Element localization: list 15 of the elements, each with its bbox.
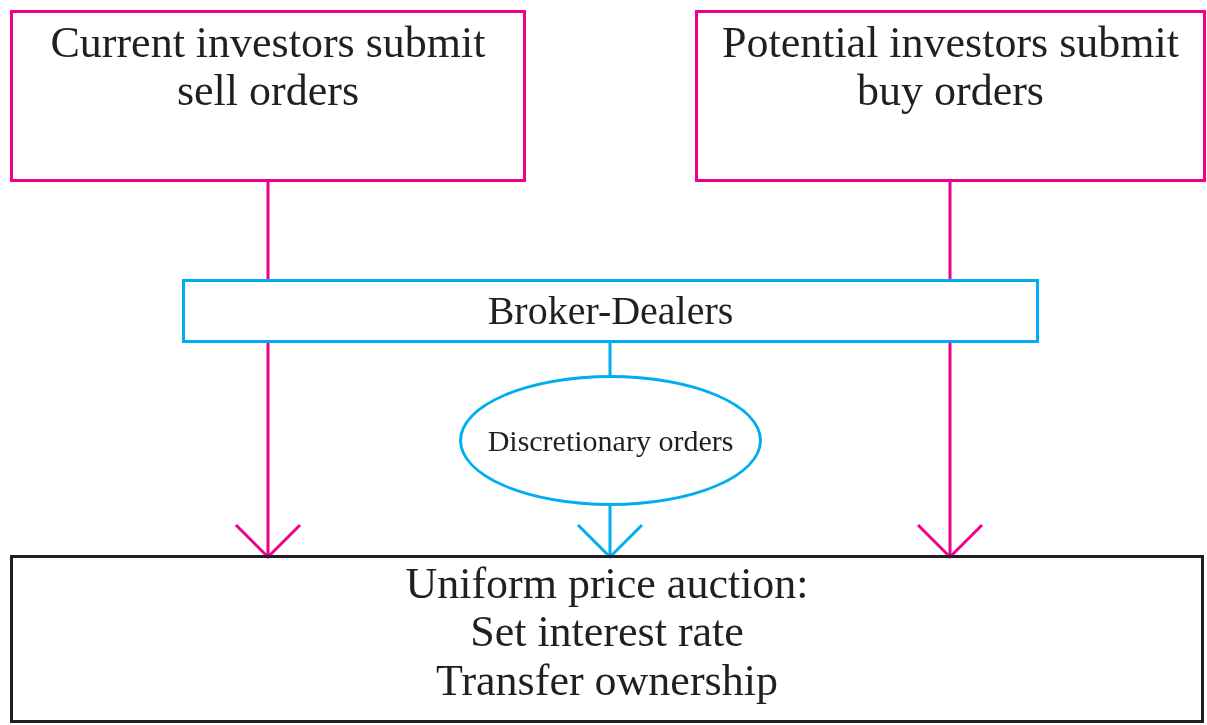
arrow xyxy=(916,343,984,559)
node-text: Current investors submit sell orders xyxy=(49,19,487,116)
node-text: Potential investors submit buy orders xyxy=(720,19,1181,116)
node-text: Set interest rate xyxy=(469,608,745,657)
node-text: Uniform price auction: xyxy=(404,560,810,609)
arrow xyxy=(576,506,644,559)
arrow xyxy=(234,343,302,559)
process-box xyxy=(695,10,1206,182)
node-text: Discretionary orders xyxy=(486,424,735,457)
process-box xyxy=(10,10,526,182)
process-box xyxy=(10,555,1204,723)
node-text: Transfer ownership xyxy=(435,656,779,706)
node-text: Broker-Dealers xyxy=(486,289,735,333)
process-ellipse xyxy=(459,375,762,506)
process-box xyxy=(182,279,1039,343)
